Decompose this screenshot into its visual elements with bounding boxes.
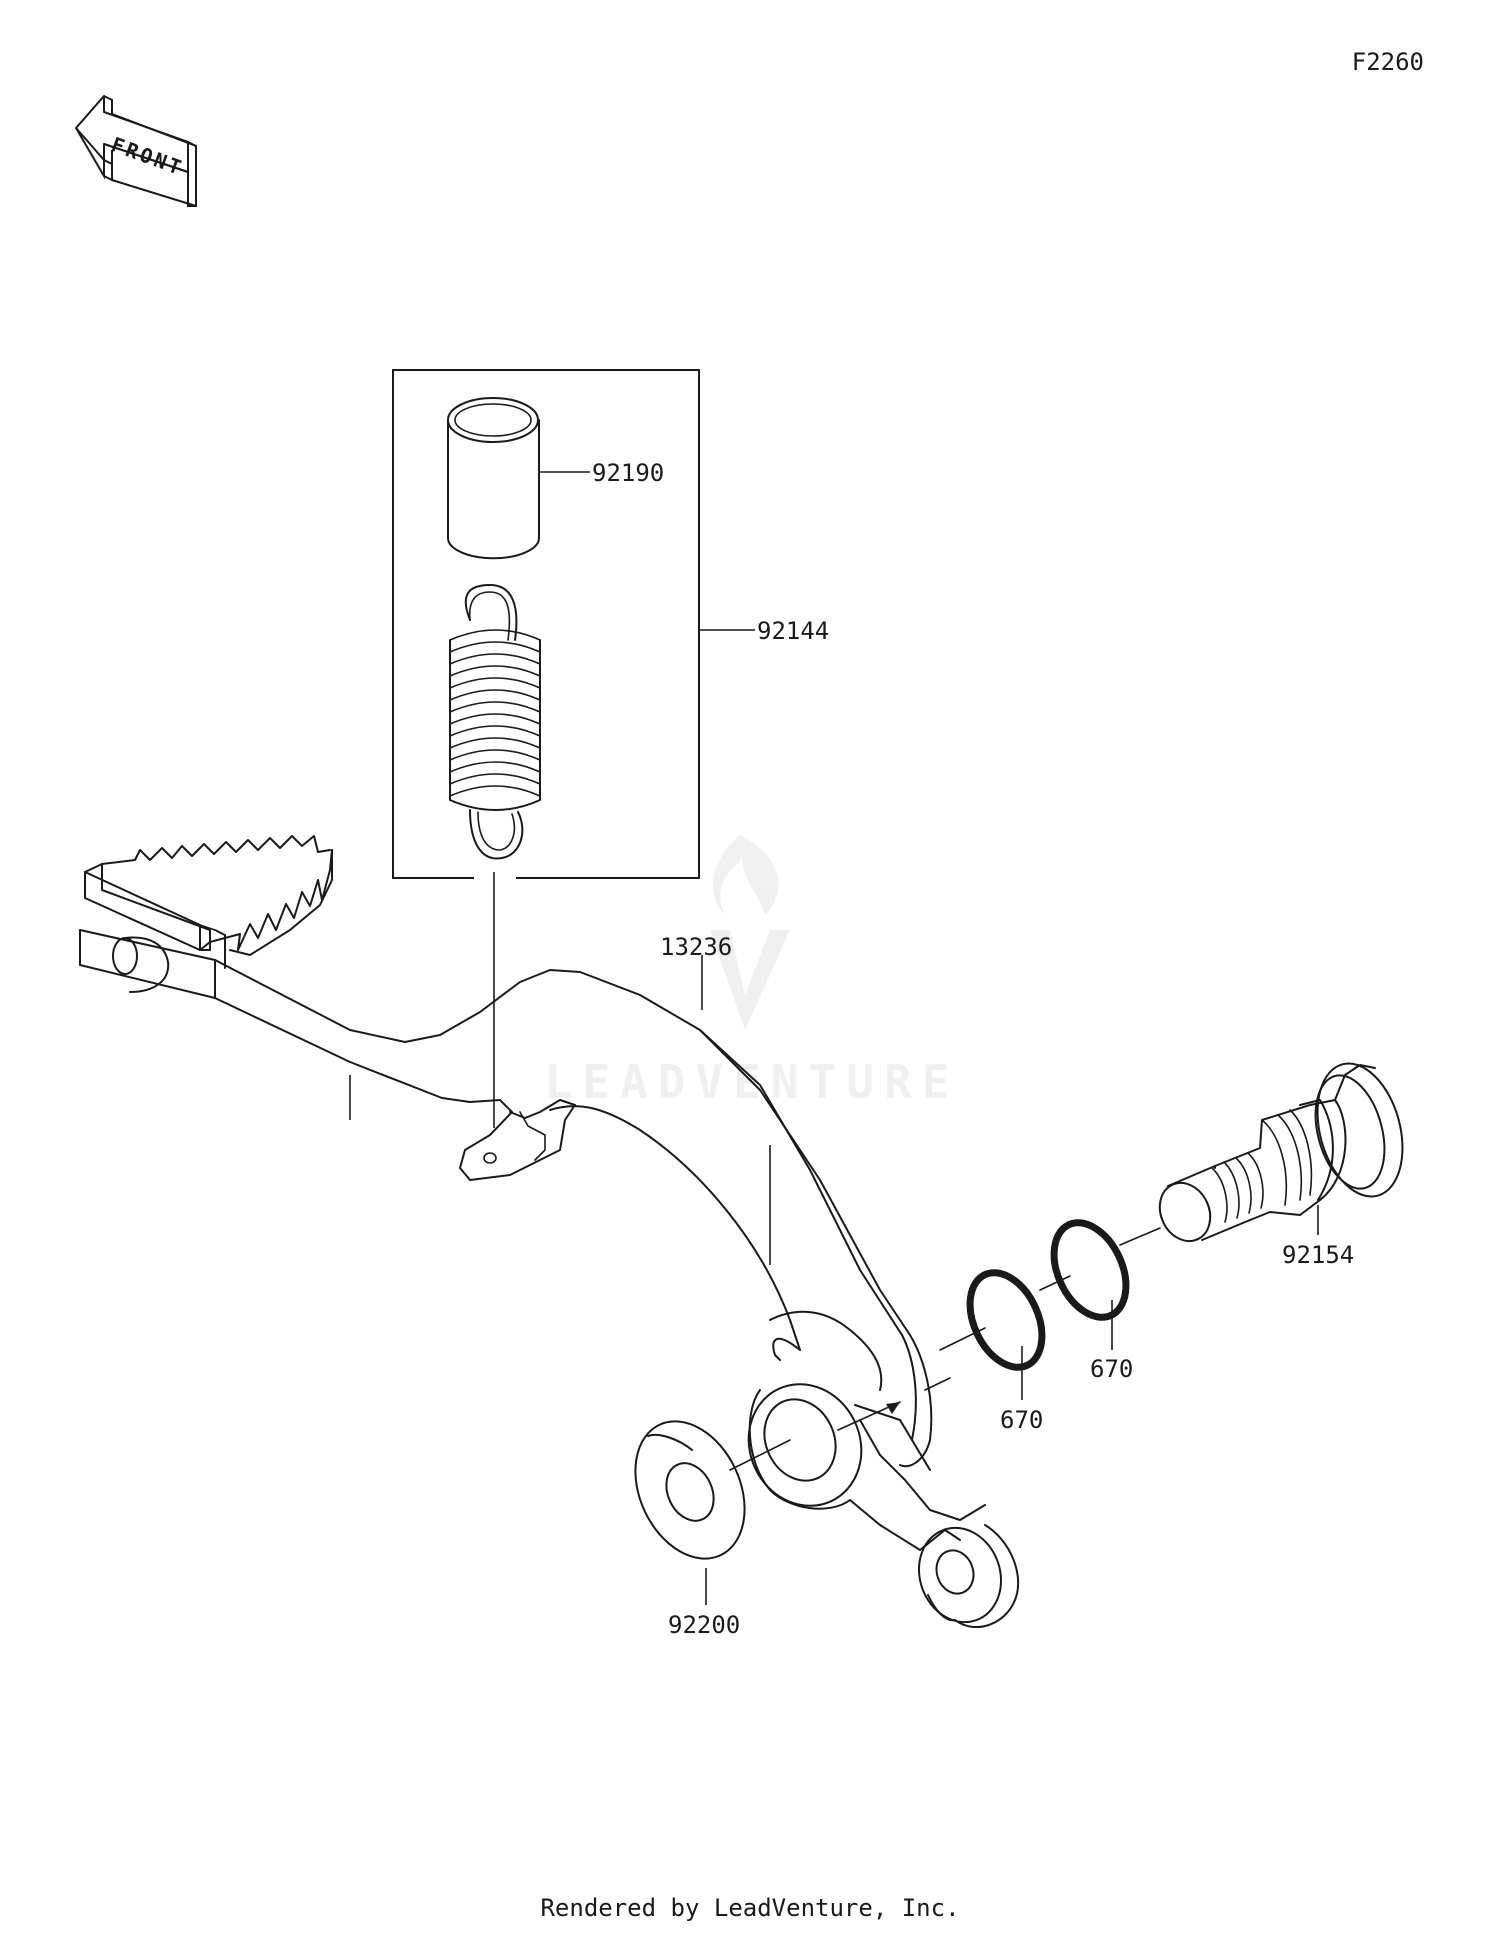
label-o-ring-outer: 670 (1090, 1355, 1133, 1383)
figure-code: F2260 (1351, 48, 1424, 76)
leadventure-watermark: LEADVENTURE (545, 835, 960, 1109)
footer-credit: Rendered by LeadVenture, Inc. (540, 1894, 960, 1922)
label-collar: 92190 (592, 459, 664, 487)
label-brake-pedal: 13236 (660, 933, 732, 961)
spring-kit-box (392, 369, 700, 879)
label-spring-kit: 92144 (757, 617, 829, 645)
o-ring-inner-part (966, 1269, 1046, 1371)
spring-part (449, 584, 541, 860)
brake-pedal-part (79, 835, 1020, 1629)
o-ring-outer-part (1050, 1219, 1130, 1321)
label-washer: 92200 (668, 1611, 740, 1639)
label-o-ring-inner: 670 (1000, 1406, 1043, 1434)
collar-part (447, 397, 540, 560)
leadventure-logo-icon (713, 835, 779, 915)
shaft-part (1158, 1062, 1404, 1243)
label-shaft: 92154 (1282, 1241, 1354, 1269)
washer-part (634, 1420, 746, 1560)
watermark-text: LEADVENTURE (545, 1055, 960, 1109)
front-arrow-icon: FRONT (75, 95, 197, 207)
